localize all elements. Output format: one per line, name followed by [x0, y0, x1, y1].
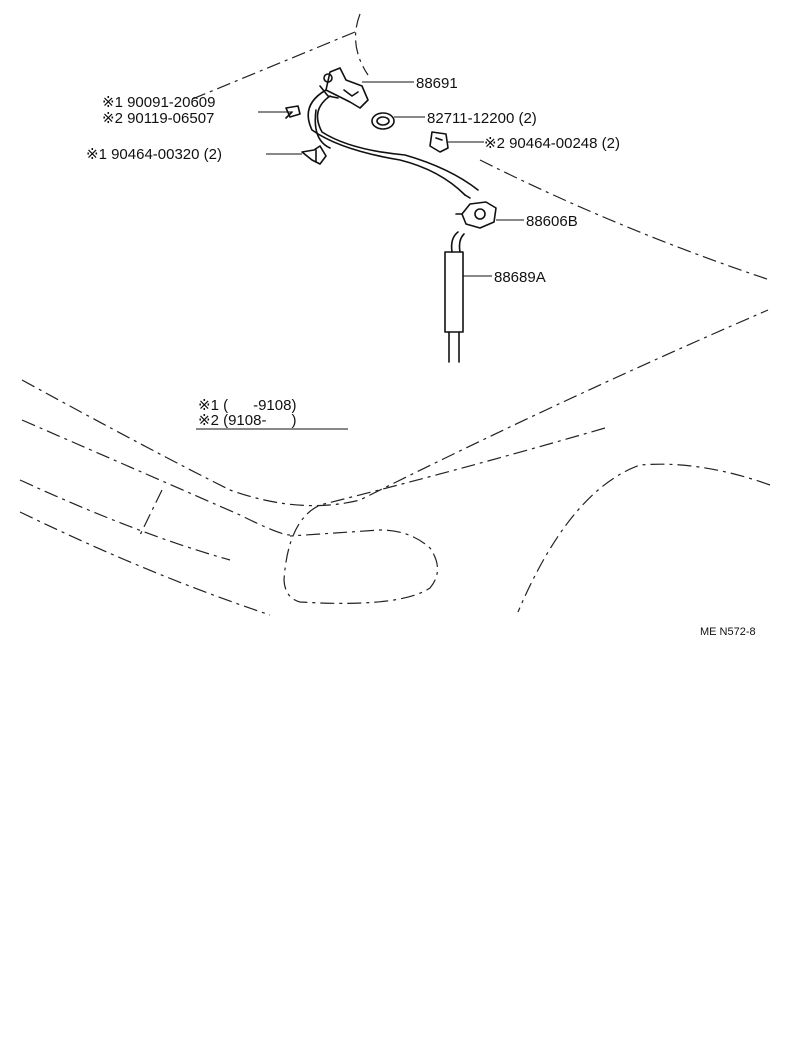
reference-code: ME N572-8 [700, 626, 756, 638]
label-88691: 88691 [416, 75, 458, 92]
date-legend: ※1 ( -9108) ※2 (9108- ) [196, 397, 348, 430]
legend-row-1: ※1 ( -9108) [198, 397, 296, 414]
label-90464-00320: ※1 90464-00320 (2) [86, 146, 222, 163]
washer-hoses [307, 89, 479, 199]
label-88689a: 88689A [494, 269, 546, 286]
legend-row-2: ※2 (9108- ) [198, 412, 296, 429]
washer-bracket [319, 67, 369, 109]
hose-clamp [371, 112, 395, 130]
label-82711-12200: 82711-12200 (2) [427, 110, 537, 127]
label-90091-20609: ※1 90091-20609 [102, 94, 216, 111]
label-90119-06507: ※2 90119-06507 [102, 110, 214, 127]
clip-90464-00320 [301, 145, 327, 165]
label-88606b: 88606B [526, 213, 578, 230]
clip-90464-00248 [429, 131, 449, 153]
leader-lines [258, 81, 524, 277]
label-90464-00248: ※2 90464-00248 (2) [484, 135, 620, 152]
bolt-90091 [285, 105, 301, 119]
washer-nozzle [455, 201, 497, 229]
washer-hose-88689a [444, 231, 465, 363]
car-body-outline [19, 13, 771, 616]
